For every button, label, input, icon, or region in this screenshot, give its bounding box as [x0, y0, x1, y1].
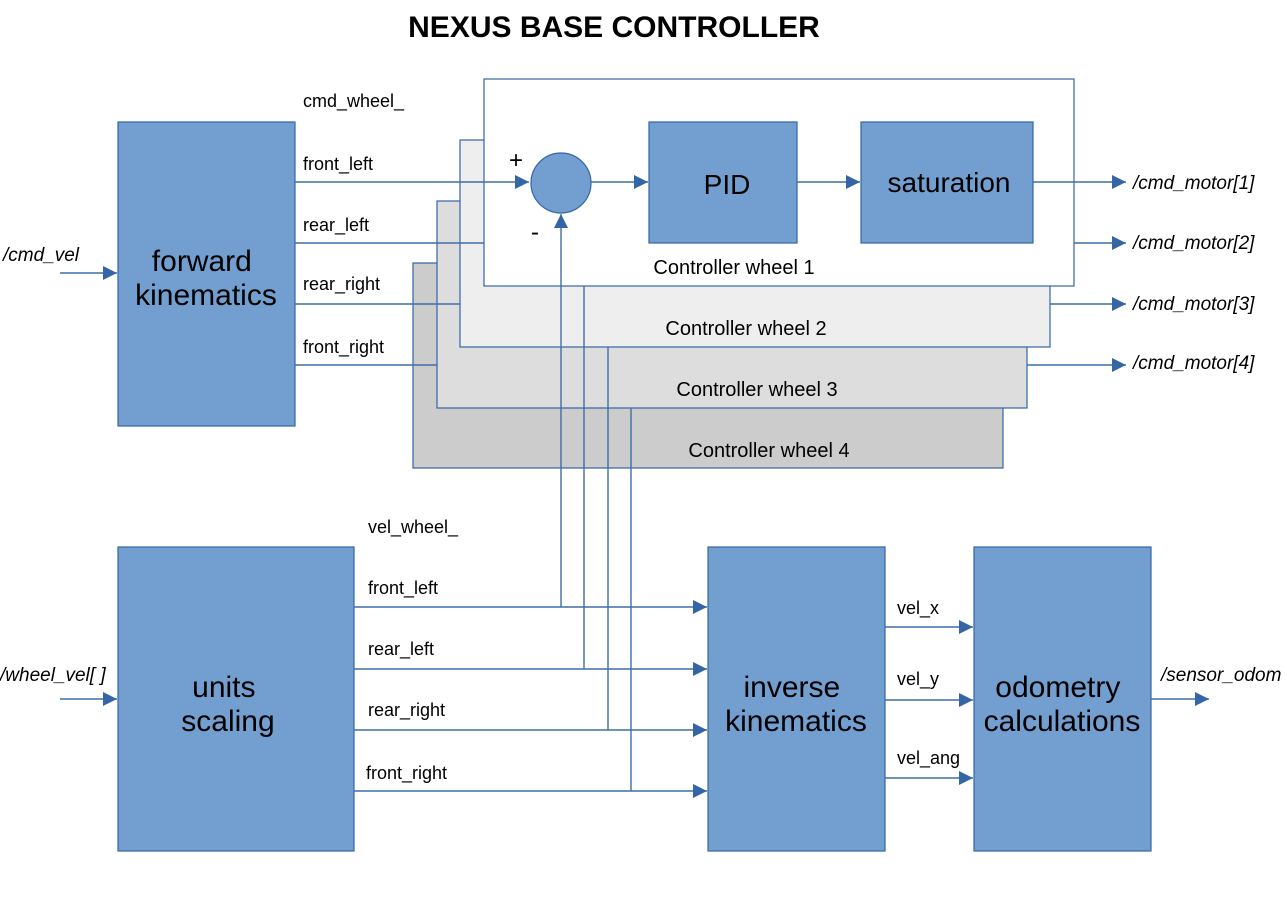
motor-3-output-label: /cmd_motor[3] — [1131, 294, 1255, 315]
cmd-vel-input-label: /cmd_vel — [1, 245, 80, 266]
cmd-wheel-rear-left-label: rear_left — [303, 215, 369, 236]
motor-2-output-label: /cmd_motor[2] — [1131, 233, 1255, 254]
inverse-kinematics-label: inverse kinematics — [725, 671, 867, 738]
inverse-kinematics-block — [707, 546, 886, 852]
summing-junction — [530, 152, 592, 214]
cmd-wheel-front-left-label: front_left — [303, 154, 373, 175]
wheel-vel-input-label: /wheel_vel[ ] — [0, 665, 106, 686]
vel-y-label: vel_y — [897, 669, 939, 690]
controller-wheel-1-label: Controller wheel 1 — [653, 257, 814, 279]
vel-ang-label: vel_ang — [897, 748, 960, 769]
cmd-wheel-front-right-label: front_right — [303, 337, 384, 358]
odometry-calculations-block — [973, 546, 1152, 852]
controller-wheel-2-label: Controller wheel 2 — [665, 318, 826, 340]
vel-wheel-front-right-label: front_right — [366, 763, 447, 784]
controller-wheel-3-label: Controller wheel 3 — [676, 379, 837, 401]
vel-x-label: vel_x — [897, 598, 939, 619]
motor-4-output-label: /cmd_motor[4] — [1131, 353, 1255, 374]
units-scaling-block — [117, 546, 355, 852]
saturation-label: saturation — [888, 167, 1011, 198]
motor-1-output-label: /cmd_motor[1] — [1131, 173, 1255, 194]
vel-wheel-front-left-label: front_left — [368, 578, 438, 599]
forward-kinematics-block — [117, 121, 296, 427]
pid-label: PID — [704, 169, 751, 200]
controller-wheel-4-label: Controller wheel 4 — [688, 440, 849, 462]
summing-minus-sign: - — [531, 219, 539, 246]
pid-block — [648, 121, 798, 244]
odometry-calculations-label: odometry calculations — [984, 671, 1141, 738]
cmd-wheel-prefix: cmd_wheel_ — [303, 91, 405, 112]
sensor-odom-output-label: /sensor_odom — [1159, 665, 1281, 686]
vel-wheel-rear-right-label: rear_right — [368, 700, 445, 721]
feedback-wires — [554, 214, 632, 791]
summing-plus-sign: + — [509, 147, 523, 174]
forward-kinematics-label: forward kinematics — [135, 245, 277, 312]
vel-wheel-rear-left-label: rear_left — [368, 639, 434, 660]
saturation-block — [860, 121, 1034, 244]
vel-wheel-prefix: vel_wheel_ — [368, 517, 459, 538]
units-scaling-label: units scaling — [181, 671, 274, 738]
cmd-wheel-rear-right-label: rear_right — [303, 274, 380, 295]
diagram-title: NEXUS BASE CONTROLLER — [408, 11, 820, 44]
